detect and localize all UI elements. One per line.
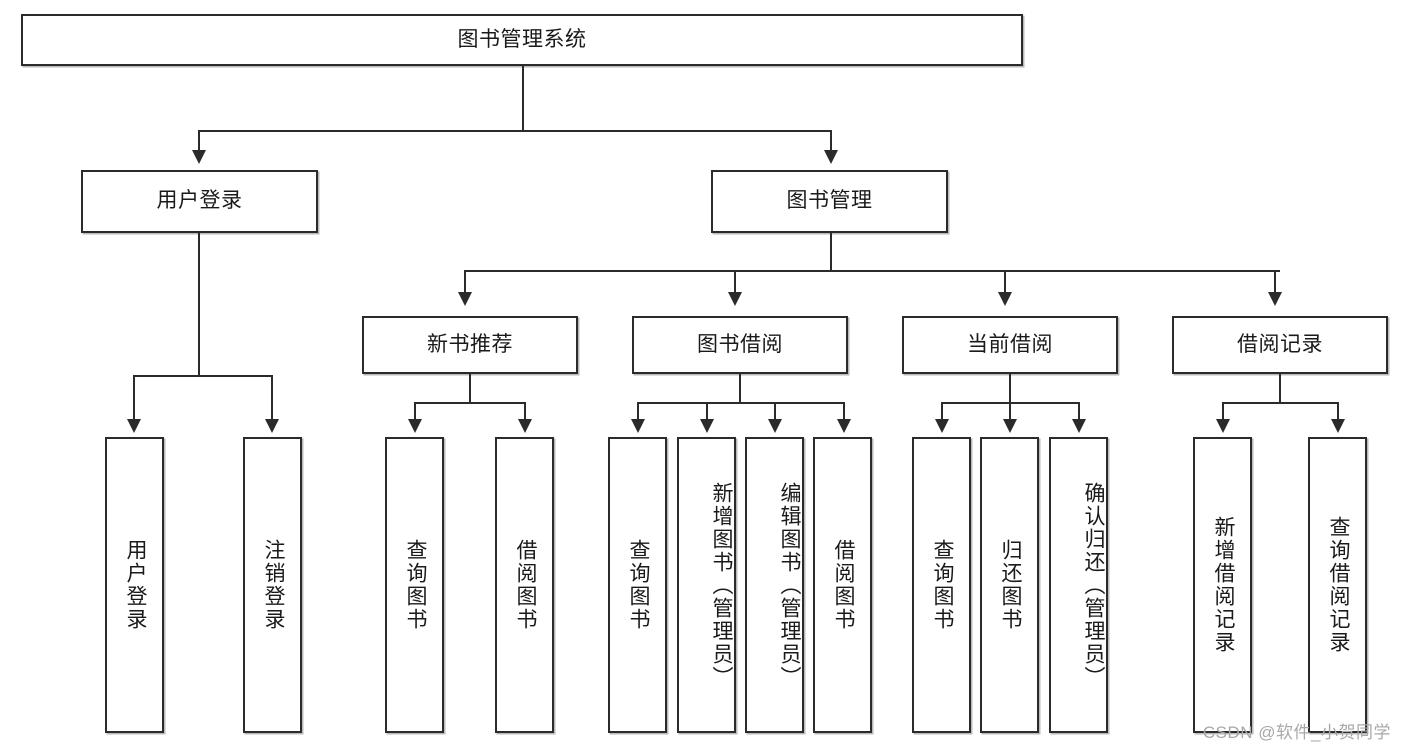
connector-book-borrow-branch-2 xyxy=(706,402,708,421)
node-label: 借阅记录 xyxy=(1237,332,1323,356)
node-label: 图书管理 xyxy=(786,189,873,213)
arrowhead-bm-to-new-book xyxy=(458,292,472,306)
arrowhead-book-borrow-leaf-4 xyxy=(837,419,851,433)
arrowhead-bm-to-borrow-record xyxy=(1268,292,1282,306)
connector-user-login-branch-2 xyxy=(271,375,273,421)
node-label: 新增图书（管理员） xyxy=(710,481,733,689)
leaf-borrow-record-query-record[interactable]: 查询借阅记录 xyxy=(1308,437,1367,733)
leaf-current-borrow-confirm-return-admin[interactable]: 确认归还（管理员） xyxy=(1049,437,1108,733)
node-new-book-recommend[interactable]: 新书推荐 xyxy=(362,316,578,374)
node-book-management[interactable]: 图书管理 xyxy=(711,170,948,233)
connector-root-bus xyxy=(198,130,832,132)
node-label: 查询借阅记录 xyxy=(1326,516,1350,654)
node-label: 图书借阅 xyxy=(697,332,783,356)
connector-book-borrow-bus xyxy=(637,402,843,404)
arrowhead-book-borrow-leaf-2 xyxy=(700,419,714,433)
arrowhead-book-borrow-leaf-1 xyxy=(631,419,645,433)
connector-new-book-stem xyxy=(469,374,471,404)
connector-book-management-bus xyxy=(464,270,1280,272)
connector-borrow-record-stem xyxy=(1279,374,1281,404)
connector-bm-to-new-book xyxy=(464,270,466,294)
arrowhead-new-book-leaf-1 xyxy=(408,419,422,433)
leaf-book-borrow-add-book-admin[interactable]: 新增图书（管理员） xyxy=(677,437,736,733)
node-label: 用户登录 xyxy=(156,189,243,213)
connector-user-login-branch-1 xyxy=(133,375,135,421)
node-user-login[interactable]: 用户登录 xyxy=(81,170,318,233)
leaf-current-borrow-query-books[interactable]: 查询图书 xyxy=(912,437,971,733)
connector-bm-to-current-borrow xyxy=(1004,270,1006,294)
leaf-book-borrow-edit-book-admin[interactable]: 编辑图书（管理员） xyxy=(745,437,804,733)
node-current-borrow[interactable]: 当前借阅 xyxy=(902,316,1118,374)
arrowhead-bm-to-book-borrow xyxy=(728,292,742,306)
arrowhead-bm-to-current-borrow xyxy=(998,292,1012,306)
arrowhead-user-login-leaf-1 xyxy=(127,419,141,433)
arrowhead-new-book-leaf-2 xyxy=(518,419,532,433)
node-label: 查询图书 xyxy=(403,539,427,631)
connector-borrow-record-branch-2 xyxy=(1337,402,1339,421)
arrowhead-book-borrow-leaf-3 xyxy=(768,419,782,433)
connector-book-management-stem xyxy=(830,233,832,272)
arrowhead-borrow-record-leaf-1 xyxy=(1216,419,1230,433)
connector-new-book-branch-1 xyxy=(414,402,416,421)
connector-current-borrow-branch-2 xyxy=(1009,402,1011,421)
connector-current-borrow-branch-1 xyxy=(941,402,943,421)
arrowhead-borrow-record-leaf-2 xyxy=(1331,419,1345,433)
node-label: 编辑图书（管理员） xyxy=(778,481,801,689)
connector-current-borrow-stem xyxy=(1009,374,1011,404)
arrowhead-current-borrow-leaf-2 xyxy=(1003,419,1017,433)
connector-current-borrow-branch-3 xyxy=(1078,402,1080,421)
leaf-book-borrow-borrow-books[interactable]: 借阅图书 xyxy=(813,437,872,733)
node-label: 确认归还（管理员） xyxy=(1082,481,1105,689)
leaf-user-login-logout[interactable]: 注销登录 xyxy=(243,437,302,733)
leaf-borrow-record-add-record[interactable]: 新增借阅记录 xyxy=(1193,437,1252,733)
node-label: 借阅图书 xyxy=(831,539,855,631)
leaf-book-borrow-query-books[interactable]: 查询图书 xyxy=(608,437,667,733)
node-label: 注销登录 xyxy=(261,539,285,631)
node-label: 新书推荐 xyxy=(427,332,513,356)
node-label: 查询图书 xyxy=(626,539,650,631)
connector-bm-to-borrow-record xyxy=(1274,270,1276,294)
connector-borrow-record-branch-1 xyxy=(1222,402,1224,421)
arrowhead-root-to-user-login xyxy=(192,150,206,164)
arrowhead-user-login-leaf-2 xyxy=(265,419,279,433)
node-borrow-record[interactable]: 借阅记录 xyxy=(1172,316,1388,374)
connector-root-to-book-management xyxy=(830,130,832,152)
connector-book-borrow-branch-3 xyxy=(774,402,776,421)
leaf-current-borrow-return-books[interactable]: 归还图书 xyxy=(980,437,1039,733)
arrowhead-current-borrow-leaf-3 xyxy=(1072,419,1086,433)
watermark-text: CSDN @软件_小贺同学 xyxy=(1202,723,1391,742)
arrowhead-current-borrow-leaf-1 xyxy=(935,419,949,433)
arrowhead-root-to-book-management xyxy=(824,150,838,164)
connector-book-borrow-branch-4 xyxy=(843,402,845,421)
connector-root-to-user-login xyxy=(198,130,200,152)
node-book-borrow[interactable]: 图书借阅 xyxy=(632,316,848,374)
node-label: 图书管理系统 xyxy=(457,27,587,51)
leaf-user-login-login[interactable]: 用户登录 xyxy=(105,437,164,733)
node-label: 查询图书 xyxy=(930,539,954,631)
node-label: 归还图书 xyxy=(998,539,1022,631)
connector-new-book-bus xyxy=(414,402,524,404)
node-label: 用户登录 xyxy=(123,539,147,631)
connector-root-stem xyxy=(522,66,524,131)
connector-borrow-record-bus xyxy=(1222,402,1337,404)
node-label: 新增借阅记录 xyxy=(1211,516,1235,654)
node-label: 当前借阅 xyxy=(967,332,1053,356)
connector-new-book-branch-2 xyxy=(524,402,526,421)
connector-bm-to-book-borrow xyxy=(734,270,736,294)
node-root-library-system[interactable]: 图书管理系统 xyxy=(21,14,1023,66)
connector-book-borrow-branch-1 xyxy=(637,402,639,421)
leaf-new-book-query-books[interactable]: 查询图书 xyxy=(385,437,444,733)
connector-user-login-bus xyxy=(133,375,271,377)
node-label: 借阅图书 xyxy=(513,539,537,631)
connector-book-borrow-stem xyxy=(739,374,741,404)
connector-user-login-stem xyxy=(198,233,200,376)
leaf-new-book-borrow-books[interactable]: 借阅图书 xyxy=(495,437,554,733)
